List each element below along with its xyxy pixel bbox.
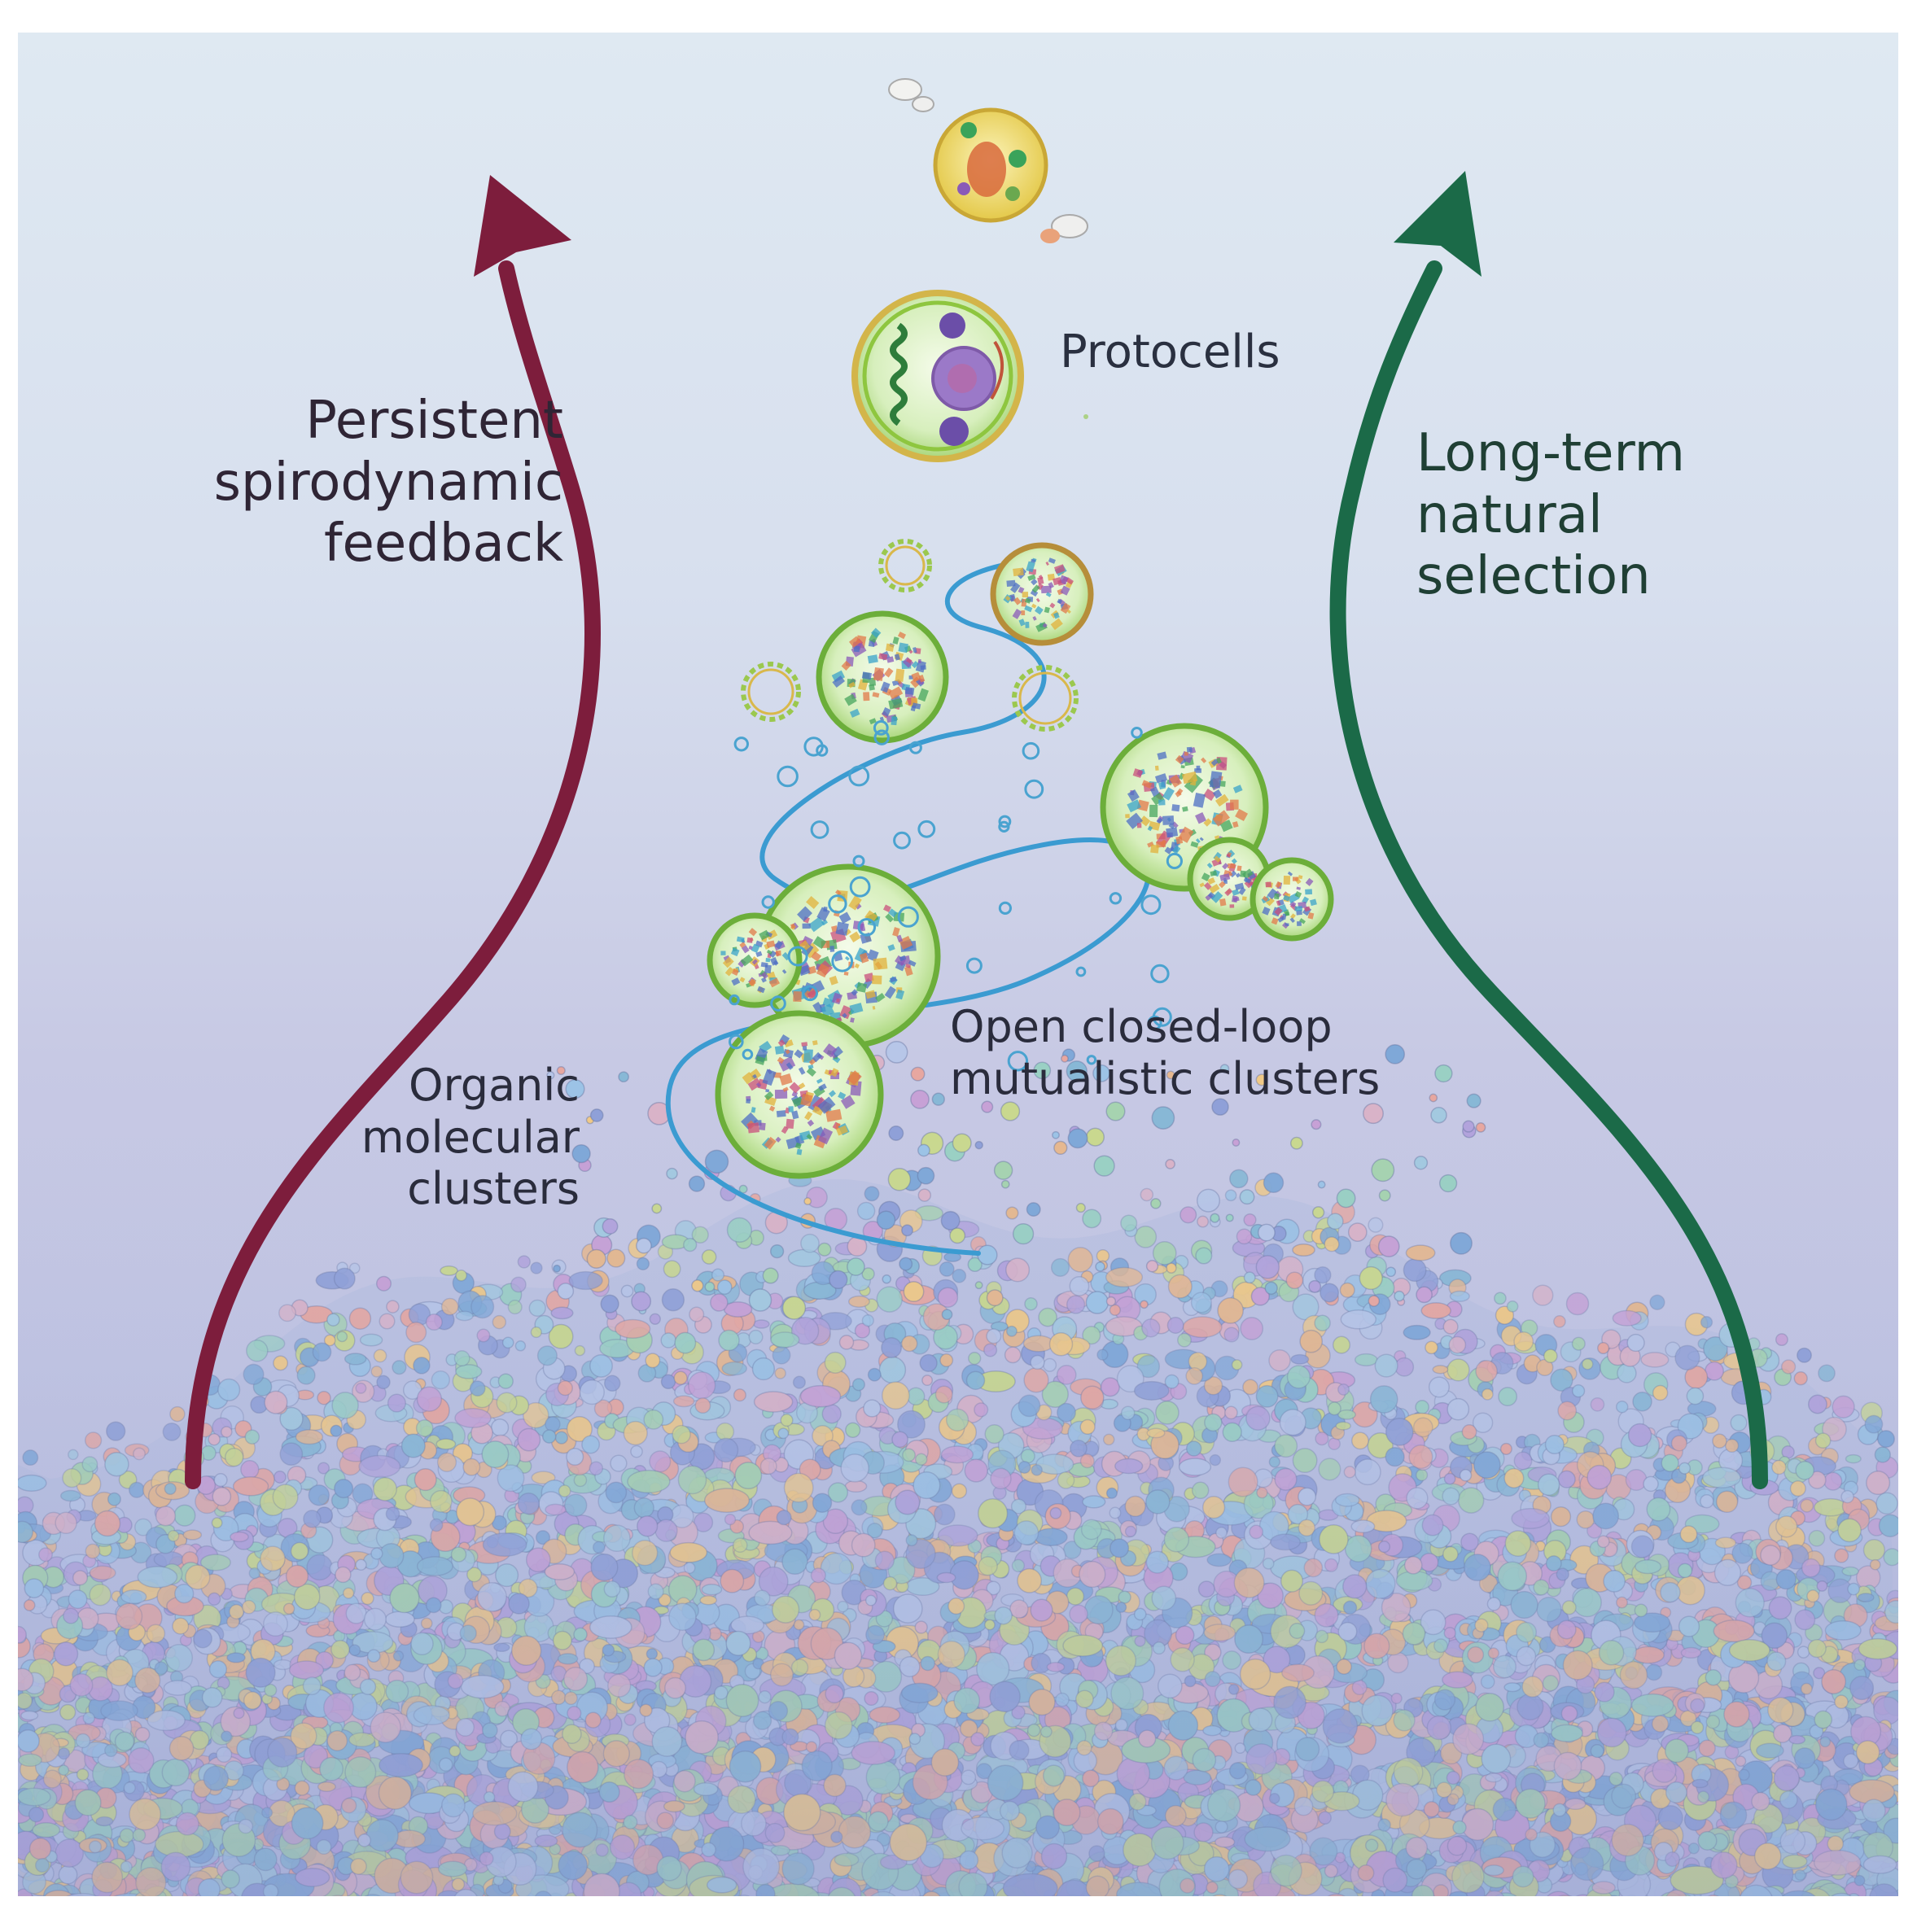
cluster-cell — [715, 1010, 884, 1179]
natural-selection-label: Long-term natural selection — [1416, 423, 1685, 607]
natural-selection-arrow — [1329, 171, 1768, 1489]
protocell-icon — [851, 290, 1024, 462]
organic-clusters-label: Organic molecular clusters — [361, 1060, 580, 1215]
illustration-frame: Persistent spirodynamic feedback Long-te… — [18, 33, 1898, 1896]
protocells-label: Protocells — [1060, 326, 1280, 378]
mutualistic-clusters-label: Open closed-loop mutualistic clusters — [950, 1001, 1381, 1104]
organic-molecule-pile — [18, 1041, 1898, 1896]
advanced-cell-icon — [888, 78, 1088, 243]
cluster-cell — [816, 610, 949, 744]
spiral-path — [665, 559, 1151, 1256]
cluster-cell — [755, 863, 941, 1049]
cluster-cell — [990, 542, 1094, 646]
cluster-cell — [1250, 857, 1334, 942]
persistent-feedback-arrow — [185, 175, 601, 1489]
evolution-scene — [18, 78, 1898, 1896]
cluster-cell — [1187, 837, 1271, 921]
molecular-ring-icon — [741, 662, 801, 722]
cluster-cell — [707, 912, 803, 1008]
mutualistic-cluster-cells — [707, 542, 1334, 1179]
molecular-ring-icon — [1012, 665, 1079, 732]
molecular-ring-icon — [878, 539, 932, 592]
molecular-rings — [729, 539, 1184, 1072]
persistent-feedback-label: Persistent spirodynamic feedback — [213, 391, 563, 575]
